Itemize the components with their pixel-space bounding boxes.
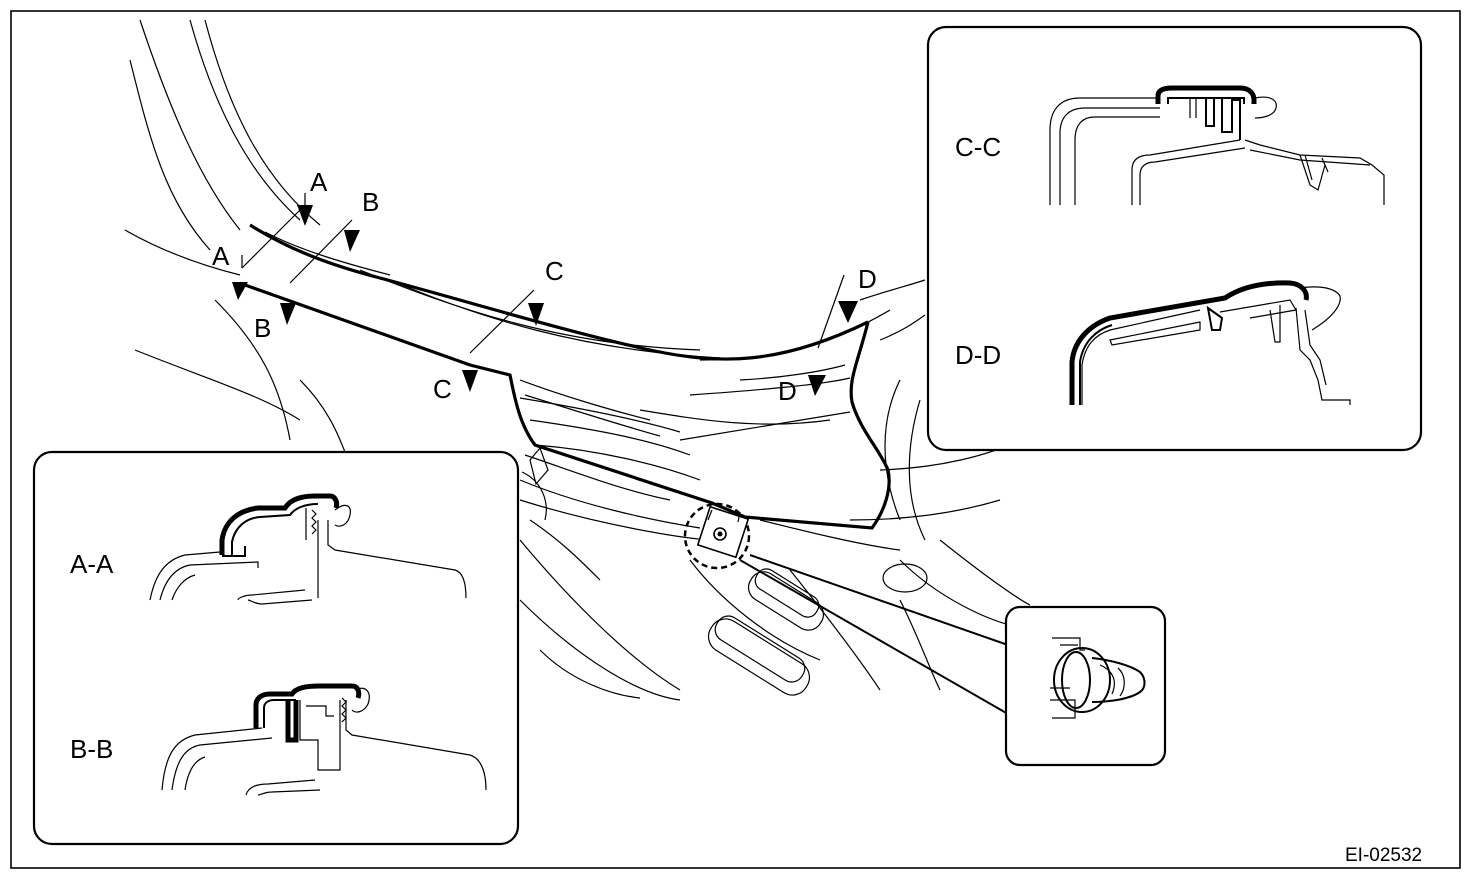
section-cc-label: C-C	[955, 132, 1001, 162]
section-b-top: B	[362, 187, 379, 217]
section-c-top: C	[545, 256, 564, 286]
clip-detail-inset	[1004, 605, 1167, 767]
section-a-bottom: A	[212, 241, 230, 271]
section-cut-lines	[232, 193, 858, 396]
section-aa-label: A-A	[70, 549, 114, 579]
clip-leader-upper	[749, 554, 1009, 646]
section-dd-label: D-D	[955, 340, 1001, 370]
section-bb-label: B-B	[70, 734, 113, 764]
section-d-top: D	[858, 264, 877, 294]
clip-leader-lower	[739, 559, 1009, 715]
clip-location	[683, 502, 751, 570]
section-cc-inset: C-C	[926, 25, 1423, 452]
trim-panel	[244, 223, 891, 530]
section-b-bottom: B	[254, 313, 271, 343]
section-d-bottom: D	[778, 376, 797, 406]
figure-frame	[10, 10, 1461, 869]
section-c-bottom: C	[433, 374, 452, 404]
section-a-top: A	[310, 167, 328, 197]
figure-code: EI-02532	[1345, 845, 1422, 866]
section-aa-bb-inset: A-A B-B	[32, 450, 520, 846]
section-dd-inset: D-D	[955, 280, 1351, 405]
